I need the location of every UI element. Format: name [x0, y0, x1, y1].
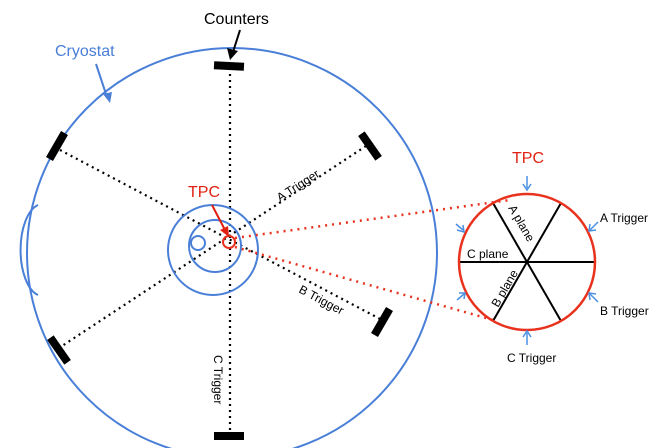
c-plane-label: C plane — [467, 247, 509, 261]
tpc-main-arrow-shaft — [211, 204, 226, 231]
tpc-main-label: TPC — [188, 184, 220, 201]
cryostat-arrow-shaft — [95, 63, 108, 98]
cryostat-circle — [26, 47, 438, 448]
inner-circle-medium — [188, 219, 242, 273]
inner-circle-small — [190, 235, 206, 251]
c-trigger-main-label: C Trigger — [211, 355, 225, 404]
counters-arrow-shaft — [232, 29, 241, 53]
tpc-zoom-label: TPC — [512, 150, 544, 167]
counter-upper-left — [46, 131, 68, 161]
counter-top — [213, 61, 245, 71]
counter-lower-right — [371, 307, 393, 337]
inner-circle-large — [167, 204, 259, 296]
counters-label: Counters — [204, 11, 269, 28]
counter-upper-right — [358, 131, 382, 161]
diagonal-trigger-line-1 — [59, 149, 383, 321]
trigger-lines — [59, 68, 383, 432]
counters-arrow-head — [227, 48, 238, 60]
c-trigger-zoom-label: C Trigger — [507, 351, 556, 365]
a-plane-label: A plane — [505, 203, 537, 245]
counter-lower-left — [47, 335, 71, 365]
tpc-zoom-view: A plane B plane C plane — [457, 192, 597, 332]
tpc-projection-lines — [234, 198, 511, 322]
b-trigger-zoom-label: B Trigger — [600, 304, 649, 318]
zoom-trigger-arrows — [455, 176, 599, 345]
a-trigger-zoom-label: A Trigger — [600, 211, 648, 225]
cryostat-label: Cryostat — [55, 43, 115, 60]
zoom-plane-line-diag-2 — [492, 202, 562, 322]
diagonal-trigger-line-2 — [61, 145, 367, 347]
counter-bottom — [214, 432, 244, 440]
a-trigger-main-label: A Trigger — [274, 167, 322, 205]
tpc-main-arrow-head — [220, 226, 229, 237]
cryostat-bump — [19, 204, 39, 296]
counters — [46, 61, 393, 440]
cryostat-arrow-head — [103, 92, 112, 103]
b-plane-label: B plane — [488, 267, 521, 310]
tpc-small-circle — [222, 235, 236, 249]
